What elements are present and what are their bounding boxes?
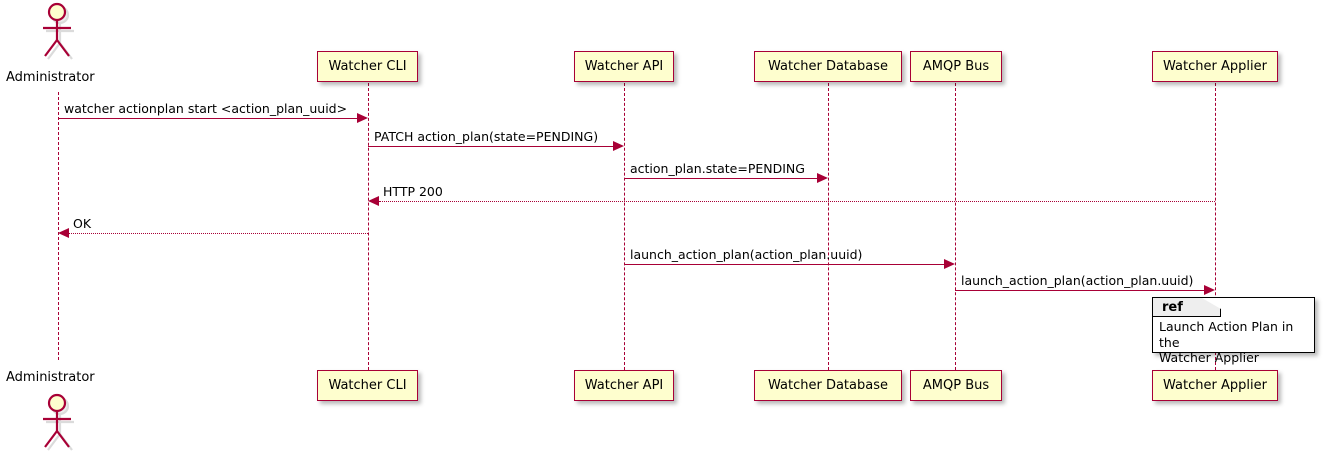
participant-watcher-database-bottom[interactable]: Watcher Database bbox=[754, 370, 902, 401]
ref-fragment-text: Launch Action Plan in the Watcher Applie… bbox=[1159, 319, 1294, 366]
message-arrowhead-1 bbox=[357, 113, 368, 123]
actor-label-bottom: Administrator bbox=[6, 370, 95, 385]
message-arrowhead-7 bbox=[1204, 285, 1215, 295]
participant-watcher-api-bottom[interactable]: Watcher API bbox=[574, 370, 674, 401]
message-arrowhead-3 bbox=[817, 173, 828, 183]
lifeline-amqp-bus bbox=[955, 83, 956, 370]
ref-fragment[interactable]: ref Launch Action Plan in the Watcher Ap… bbox=[1152, 297, 1315, 365]
message-line-3 bbox=[624, 178, 817, 179]
actor-administrator-bottom bbox=[43, 393, 74, 451]
lifeline-watcher-cli bbox=[368, 83, 369, 370]
participant-watcher-api-top[interactable]: Watcher API bbox=[574, 51, 674, 82]
message-label-4: HTTP 200 bbox=[383, 184, 443, 199]
participant-amqp-bus-bottom[interactable]: AMQP Bus bbox=[910, 370, 1002, 401]
message-label-5: OK bbox=[73, 216, 92, 231]
participant-amqp-bus-top[interactable]: AMQP Bus bbox=[910, 51, 1002, 82]
lifeline-administrator bbox=[58, 92, 59, 360]
participant-watcher-database-top[interactable]: Watcher Database bbox=[754, 51, 902, 82]
message-label-6: launch_action_plan(action_plan.uuid) bbox=[630, 247, 863, 262]
message-line-5 bbox=[69, 233, 368, 234]
participant-watcher-applier-bottom[interactable]: Watcher Applier bbox=[1152, 370, 1278, 401]
participant-watcher-applier-top[interactable]: Watcher Applier bbox=[1152, 51, 1278, 82]
lifeline-watcher-database bbox=[828, 83, 829, 370]
message-label-1: watcher actionplan start <action_plan_uu… bbox=[64, 101, 348, 116]
message-arrowhead-4 bbox=[368, 196, 379, 206]
message-line-1 bbox=[58, 118, 357, 119]
message-arrowhead-2 bbox=[613, 141, 624, 151]
lifeline-watcher-api bbox=[624, 83, 625, 370]
message-label-3: action_plan.state=PENDING bbox=[630, 161, 805, 176]
message-label-2: PATCH action_plan(state=PENDING) bbox=[374, 129, 599, 144]
message-arrowhead-6 bbox=[944, 259, 955, 269]
message-label-7: launch_action_plan(action_plan.uuid) bbox=[961, 273, 1194, 288]
ref-fragment-tab-label: ref bbox=[1153, 298, 1221, 317]
participant-watcher-cli-bottom[interactable]: Watcher CLI bbox=[317, 370, 418, 401]
lifeline-watcher-applier bbox=[1215, 83, 1216, 370]
message-arrowhead-5 bbox=[58, 228, 69, 238]
participant-watcher-cli-top[interactable]: Watcher CLI bbox=[317, 51, 418, 82]
actor-label-top: Administrator bbox=[6, 70, 95, 85]
message-line-6 bbox=[624, 264, 944, 265]
actor-administrator-top bbox=[43, 2, 74, 60]
message-line-7 bbox=[955, 290, 1204, 291]
message-line-4 bbox=[379, 201, 1215, 202]
message-line-2 bbox=[368, 146, 613, 147]
